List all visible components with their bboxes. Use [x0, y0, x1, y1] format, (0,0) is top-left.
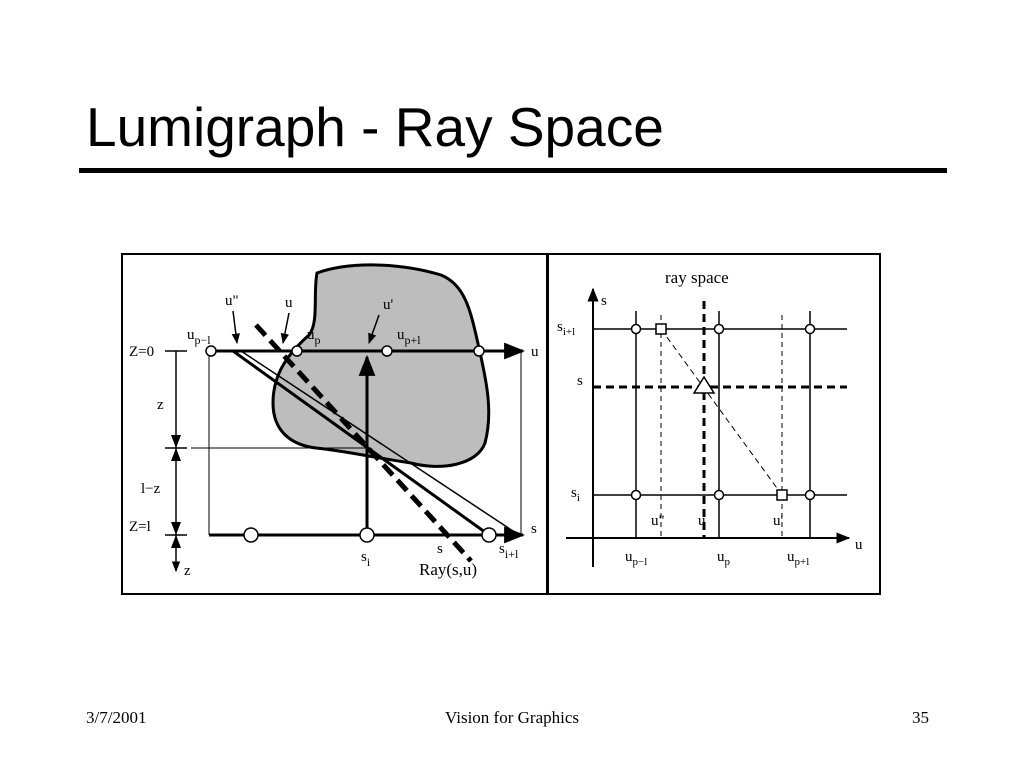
z-arrow-2: [171, 448, 181, 461]
label-s-i-plus-1: si+l: [499, 541, 519, 561]
triangle-marker: [692, 375, 716, 394]
label-z-eq-1: Z=l: [129, 519, 151, 535]
label-u-p-main: u: [307, 327, 315, 343]
rs-label-u-double-prime: u": [651, 513, 665, 529]
s-sample-i: [359, 527, 375, 543]
ray-space-title: ray space: [665, 268, 729, 287]
rs-label-u-p-plus-1-sub: p+l: [795, 556, 810, 568]
grid-point-5: [713, 489, 725, 501]
label-s-i: si: [361, 549, 371, 569]
square-marker-bottom: [776, 489, 788, 501]
grid-point-2: [713, 323, 725, 335]
pointer-u: [280, 312, 290, 345]
rs-label-s-i-plus-1-sub: i+l: [563, 326, 575, 338]
rs-label-s-i-plus-1: si+l: [557, 319, 575, 338]
label-u-p-minus-1-main: u: [187, 327, 195, 343]
right-panel-frame: [546, 253, 881, 595]
rs-label-s-i-sub: i: [577, 492, 580, 504]
title-rule: [79, 168, 947, 173]
label-s-i-sub: i: [367, 555, 371, 569]
label-z-axis: z: [184, 563, 191, 579]
s-sample-i-plus-1: [481, 527, 497, 543]
rs-label-s-axis: s: [601, 293, 607, 309]
rs-label-s-i-main: s: [571, 485, 577, 501]
rs-label-u-p-plus-1-main: u: [787, 549, 795, 565]
right-panel: ray space s u si+l s si u" u: [546, 253, 881, 595]
label-s-i-main: s: [361, 549, 367, 565]
rs-label-u-p-minus-1-main: u: [625, 549, 633, 565]
pointer-u-prime: [368, 314, 380, 344]
left-panel: u" u u' up−l up up+l u s Z=0 z l−z Z=l z…: [121, 253, 549, 595]
z-arrow-4: [171, 535, 181, 548]
object-blob: [271, 263, 491, 468]
u-sample-p-plus-1: [381, 345, 393, 357]
dashed-diagonal: [660, 328, 783, 496]
grid-point-4: [630, 489, 642, 501]
lumigraph-figure: u" u u' up−l up up+l u s Z=0 z l−z Z=l z…: [121, 253, 881, 595]
label-z-eq-0: Z=0: [129, 344, 154, 360]
label-u-double-prime: u": [225, 293, 239, 309]
u-sample-p: [291, 345, 303, 357]
rs-label-u-p-main: u: [717, 549, 725, 565]
rs-label-u-p-minus-1: up−l: [625, 549, 647, 568]
rs-label-u-prime: u': [773, 513, 784, 529]
rs-label-s: s: [577, 373, 583, 389]
label-one-minus-z: l−z: [141, 481, 161, 497]
label-u-p-minus-1-sub: p−l: [195, 333, 212, 347]
label-u-p-plus-1: up+l: [397, 327, 421, 347]
grid-point-1: [630, 323, 642, 335]
label-u: u: [285, 295, 293, 311]
z-arrow-1: [171, 435, 181, 448]
label-s: s: [437, 541, 443, 557]
rs-label-u-axis: u: [855, 537, 863, 553]
label-u-prime: u': [383, 297, 394, 313]
rs-label-u-p-minus-1-sub: p−l: [633, 556, 648, 568]
label-u-axis: u: [531, 344, 539, 360]
rs-label-u: u: [698, 513, 706, 529]
label-ray: Ray(s,u): [419, 560, 477, 579]
slide-title: Lumigraph - Ray Space: [86, 96, 664, 158]
label-u-p: up: [307, 327, 321, 347]
rs-label-u-p-plus-1: up+l: [787, 549, 809, 568]
rs-label-s-i-plus-1-main: s: [557, 319, 563, 335]
footer-date: 3/7/2001: [86, 708, 147, 727]
ray-dashed: [254, 323, 473, 563]
label-u-p-plus-1-main: u: [397, 327, 405, 343]
rs-label-s-i: si: [571, 485, 580, 504]
label-u-p-minus-1: up−l: [187, 327, 211, 347]
label-u-p-sub: p: [315, 333, 321, 347]
grid-point-3: [804, 323, 816, 335]
label-s-i-plus-1-main: s: [499, 541, 505, 557]
footer-title: Vision for Graphics: [444, 708, 579, 727]
z-arrow-3: [171, 522, 181, 535]
rs-label-u-p: up: [717, 549, 731, 568]
u-sample-right: [473, 345, 485, 357]
ray-upper: [240, 350, 520, 536]
label-s-i-plus-1-sub: i+l: [505, 547, 519, 561]
s-sample-left: [243, 527, 259, 543]
grid-point-6: [804, 489, 816, 501]
label-z-gap: z: [157, 397, 164, 413]
square-marker-top: [655, 323, 667, 335]
footer-page-number: 35: [912, 708, 929, 727]
u-sample-p-minus-1: [205, 345, 217, 357]
rs-label-u-p-sub: p: [725, 556, 731, 568]
label-s-axis: s: [531, 521, 537, 537]
pointer-u-double-prime: [231, 310, 240, 345]
label-u-p-plus-1-sub: p+l: [405, 333, 422, 347]
